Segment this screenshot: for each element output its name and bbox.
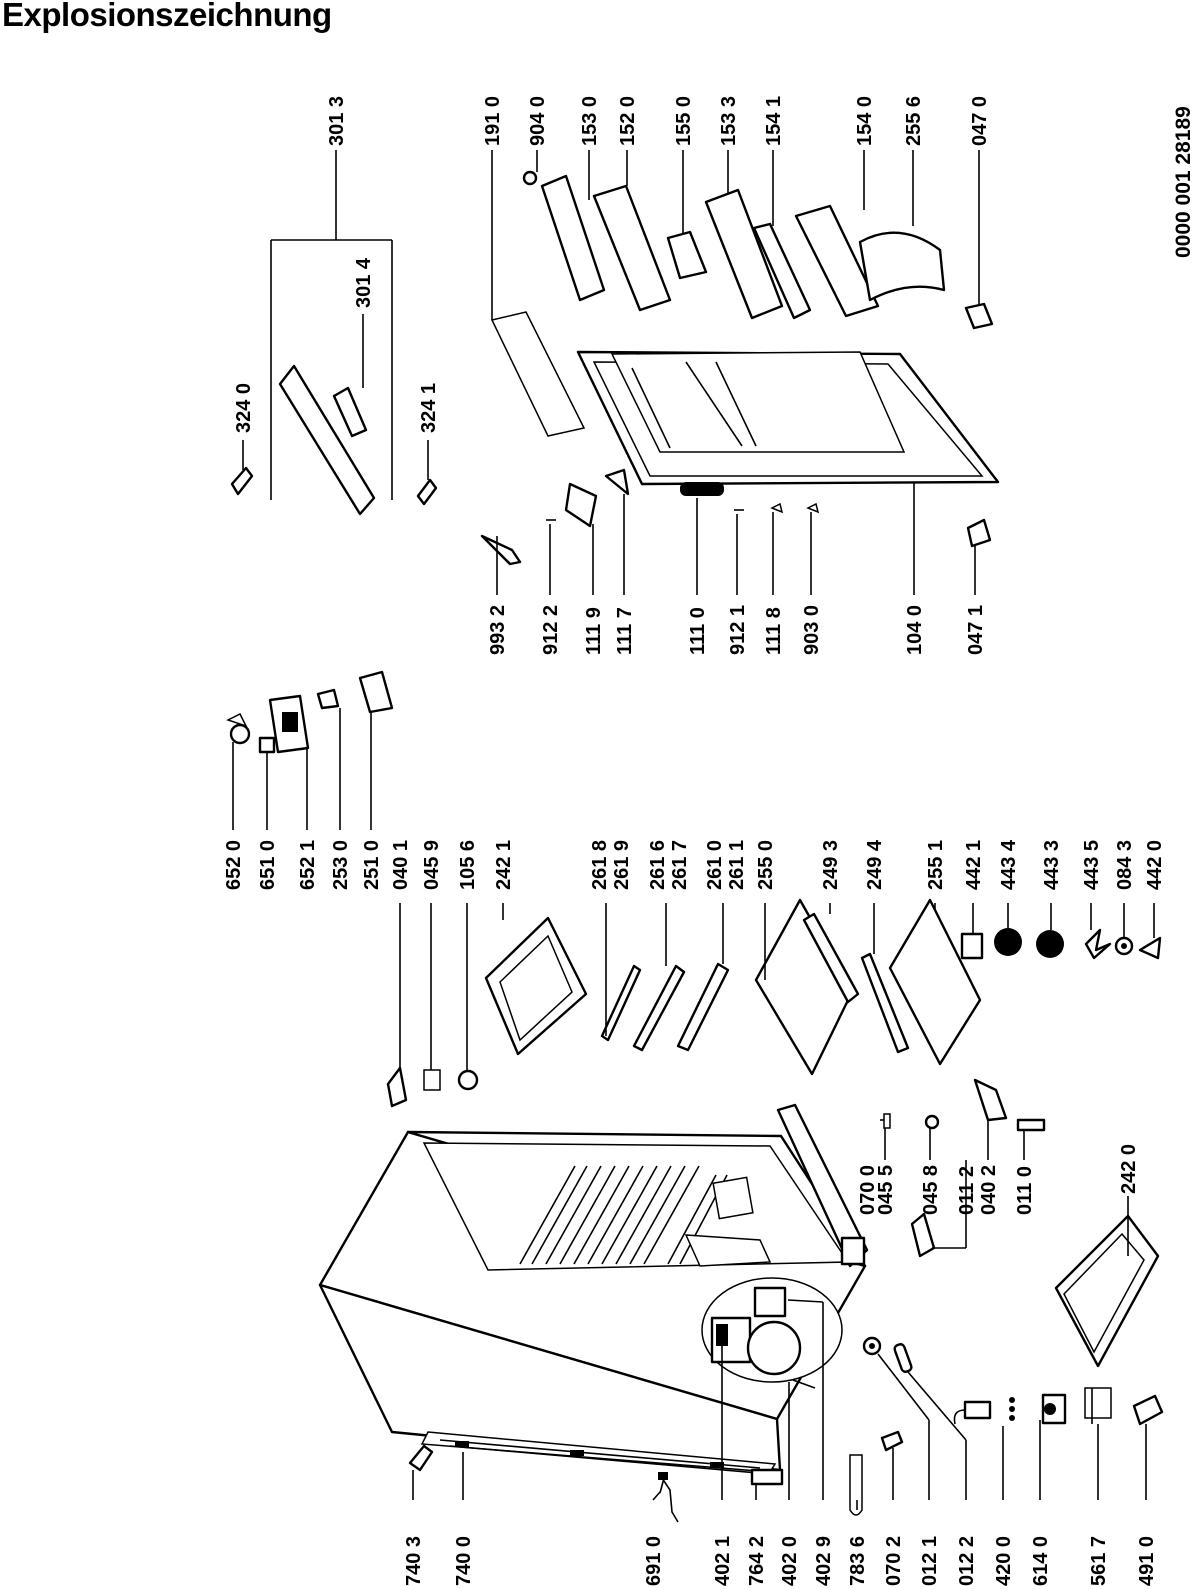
- label-912-2: 912 2: [540, 605, 562, 655]
- label-301-3: 301 3: [326, 96, 348, 146]
- label-242-0: 242 0: [1118, 1144, 1140, 1194]
- cabinet-drawing: [318, 1103, 869, 1475]
- label-324-1: 324 1: [418, 383, 440, 433]
- label-651-0: 651 0: [257, 840, 279, 890]
- label-420-0: 420 0: [993, 1536, 1015, 1586]
- label-012-1: 012 1: [919, 1536, 941, 1586]
- label-249-4: 249 4: [864, 839, 886, 890]
- shelf-rails: [519, 1165, 728, 1265]
- label-242-1: 242 1: [493, 840, 515, 890]
- label-561-7: 561 7: [1088, 1536, 1110, 1586]
- label-154-0: 154 0: [854, 96, 876, 146]
- label-443-4: 443 4: [998, 839, 1020, 890]
- label-740-0: 740 0: [453, 1536, 475, 1586]
- label-111-9: 111 9: [583, 607, 605, 655]
- label-045-9: 045 9: [421, 840, 443, 890]
- label-652-0: 652 0: [223, 840, 245, 890]
- label-614-0: 614 0: [1030, 1536, 1052, 1586]
- label-040-2: 040 2: [978, 1165, 1000, 1215]
- label-324-0: 324 0: [233, 383, 255, 433]
- label-261-9: 261 9: [611, 840, 633, 890]
- label-261-6: 261 6: [647, 840, 669, 890]
- label-912-1: 912 1: [727, 605, 749, 655]
- document-code: 0000 001 28189: [1172, 106, 1192, 258]
- page-title: Explosionszeichnung: [2, 0, 332, 33]
- label-255-6: 255 6: [903, 96, 925, 146]
- part-labels: 740 3 740 0 691 0 402 1 764 2 402 0 402 …: [223, 96, 1166, 1586]
- label-443-5: 443 5: [1081, 840, 1103, 890]
- label-261-0: 261 0: [704, 840, 726, 890]
- label-442-1: 442 1: [963, 840, 985, 890]
- label-040-1: 040 1: [390, 840, 412, 890]
- label-261-8: 261 8: [589, 840, 611, 890]
- middle-parts: [226, 670, 1162, 1108]
- label-105-6: 105 6: [457, 840, 479, 890]
- label-111-8: 111 8: [763, 607, 785, 655]
- label-011-2: 011 2: [956, 1166, 978, 1215]
- label-070-0: 070 0: [857, 1165, 879, 1215]
- leader-lines: [232, 150, 1155, 1510]
- label-904-0: 904 0: [527, 96, 549, 146]
- label-045-8: 045 8: [920, 1165, 942, 1215]
- label-047-1: 047 1: [965, 605, 987, 655]
- label-443-3: 443 3: [1041, 840, 1063, 890]
- label-402-0: 402 0: [779, 1536, 801, 1586]
- label-104-0: 104 0: [904, 605, 926, 655]
- label-191-0: 191 0: [482, 96, 504, 146]
- label-047-0: 047 0: [969, 96, 991, 146]
- label-011-0: 011 0: [1014, 1166, 1036, 1215]
- label-261-1: 261 1: [726, 840, 748, 890]
- door-parts: [230, 170, 1000, 566]
- label-255-0: 255 0: [755, 840, 777, 890]
- label-253-0: 253 0: [330, 840, 352, 890]
- label-402-9: 402 9: [813, 1536, 835, 1586]
- label-783-6: 783 6: [847, 1536, 869, 1586]
- label-084-3: 084 3: [1114, 840, 1136, 890]
- label-491-0: 491 0: [1136, 1536, 1158, 1586]
- label-154-1: 154 1: [763, 96, 785, 146]
- label-903-0: 903 0: [801, 605, 823, 655]
- label-155-0: 155 0: [673, 96, 695, 146]
- label-251-0: 251 0: [361, 840, 383, 890]
- label-764-2: 764 2: [746, 1536, 768, 1586]
- label-993-2: 993 2: [487, 605, 509, 655]
- label-111-0: 111 0: [687, 607, 709, 655]
- label-153-3: 153 3: [718, 96, 740, 146]
- label-442-0: 442 0: [1144, 840, 1166, 890]
- left-small-parts: [408, 1078, 1164, 1523]
- label-249-3: 249 3: [820, 840, 842, 890]
- label-012-2: 012 2: [956, 1536, 978, 1586]
- label-153-0: 153 0: [579, 96, 601, 146]
- label-111-7: 111 7: [614, 607, 636, 655]
- label-261-7: 261 7: [669, 840, 691, 890]
- label-402-1: 402 1: [712, 1536, 734, 1586]
- label-691-0: 691 0: [643, 1536, 665, 1586]
- label-070-2: 070 2: [883, 1536, 905, 1586]
- label-045-5: 045 5: [875, 1165, 897, 1215]
- label-255-1: 255 1: [925, 840, 947, 890]
- label-301-4: 301 4: [353, 257, 375, 308]
- label-652-1: 652 1: [297, 840, 319, 890]
- label-740-3: 740 3: [403, 1536, 425, 1586]
- label-152-0: 152 0: [617, 96, 639, 146]
